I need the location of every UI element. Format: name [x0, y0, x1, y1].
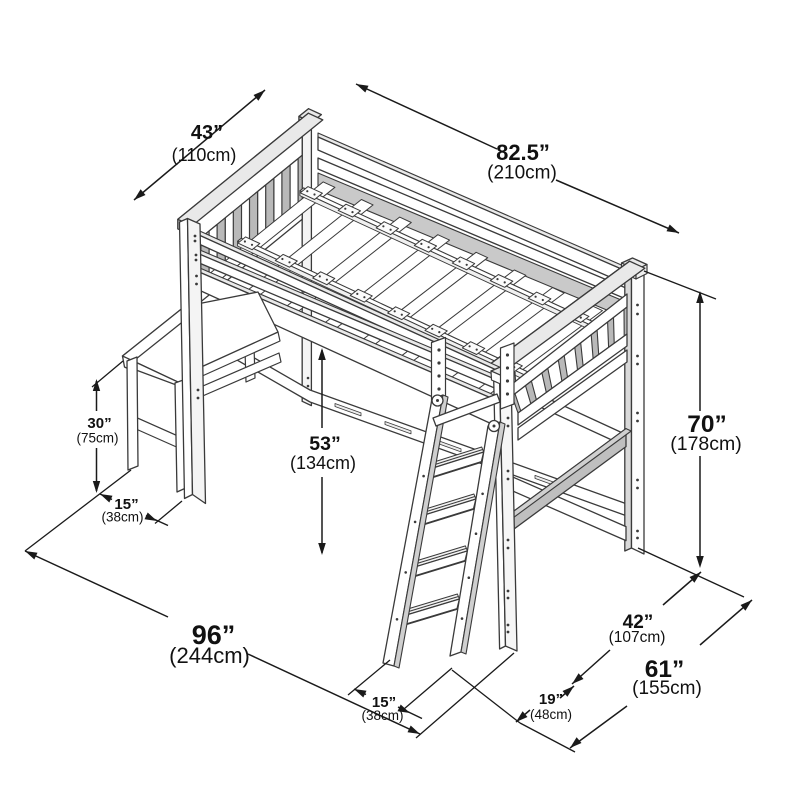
svg-text:43”: 43”: [191, 122, 223, 144]
svg-text:(210cm): (210cm): [487, 163, 557, 184]
svg-text:61”: 61”: [645, 656, 685, 683]
svg-text:15”: 15”: [114, 496, 138, 513]
svg-text:96”: 96”: [192, 620, 236, 650]
svg-text:(178cm): (178cm): [670, 433, 742, 455]
svg-text:53”: 53”: [309, 433, 340, 455]
svg-text:(134cm): (134cm): [290, 453, 356, 473]
svg-text:(107cm): (107cm): [609, 629, 666, 646]
svg-text:82.5”: 82.5”: [496, 140, 550, 165]
svg-text:(75cm): (75cm): [76, 431, 118, 446]
svg-text:(155cm): (155cm): [632, 678, 702, 699]
svg-text:70”: 70”: [687, 411, 727, 438]
svg-text:15”: 15”: [372, 694, 396, 711]
svg-text:(38cm): (38cm): [361, 708, 403, 723]
svg-text:42”: 42”: [623, 612, 654, 633]
svg-text:(38cm): (38cm): [101, 510, 143, 525]
svg-text:(110cm): (110cm): [172, 145, 237, 165]
svg-text:19”: 19”: [539, 691, 563, 708]
svg-text:(244cm): (244cm): [169, 643, 250, 668]
svg-text:(48cm): (48cm): [530, 707, 572, 722]
svg-text:30”: 30”: [87, 415, 111, 432]
